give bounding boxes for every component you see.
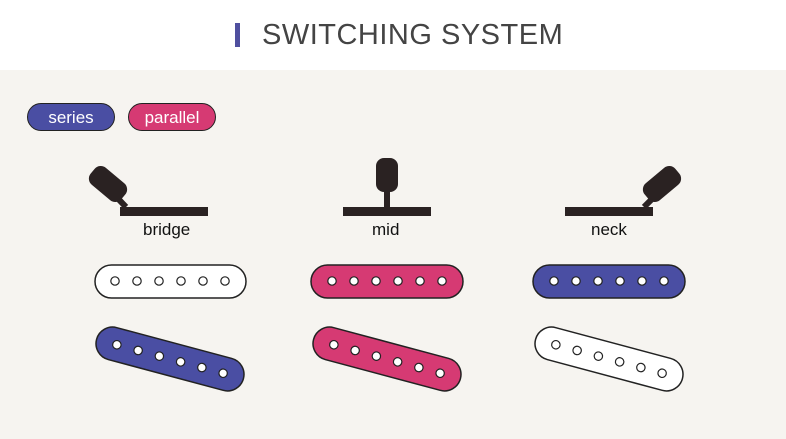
position-label-neck: neck: [591, 220, 627, 239]
pole-piece: [571, 276, 581, 286]
pole-piece: [349, 276, 359, 286]
switch-neck-icon: [565, 165, 682, 216]
pole-piece: [393, 276, 403, 286]
pole-piece: [593, 351, 604, 361]
pole-piece: [220, 276, 230, 286]
pole-piece: [350, 345, 360, 356]
pole-piece: [327, 276, 337, 286]
pole-piece: [415, 276, 425, 286]
pole-piece: [593, 276, 603, 286]
pole-piece: [392, 357, 403, 367]
pole-piece: [176, 276, 186, 286]
title-accent-bar: [235, 23, 240, 47]
pole-piece: [551, 339, 561, 350]
pole-piece: [549, 276, 559, 286]
pole-piece: [435, 368, 445, 379]
pole-piece: [657, 368, 667, 379]
pole-piece: [175, 357, 186, 367]
header: SWITCHING SYSTEM: [0, 0, 786, 70]
legend-parallel-badge: parallel: [128, 103, 216, 131]
pole-piece: [132, 276, 142, 286]
pole-piece: [218, 368, 228, 379]
pole-piece: [437, 276, 447, 286]
pole-piece: [110, 276, 120, 286]
pickup-mid-bottom: [312, 326, 462, 392]
pole-piece: [112, 339, 122, 350]
pickup-neck-bottom: [534, 326, 684, 392]
pole-piece: [371, 351, 382, 361]
pole-piece: [615, 276, 625, 286]
pole-piece: [572, 345, 582, 356]
pole-piece: [197, 362, 207, 373]
position-label-bridge: bridge: [143, 220, 191, 239]
pole-piece: [414, 362, 424, 373]
pickup-bridge-bottom: [95, 326, 245, 392]
legend-series-badge: series: [27, 103, 115, 131]
pole-piece: [154, 351, 165, 361]
pole-piece: [371, 276, 381, 286]
pole-piece: [198, 276, 208, 286]
switch-mid-icon: [343, 158, 431, 216]
position-label-mid: mid: [372, 220, 400, 239]
pickup-neck-top: [532, 264, 686, 299]
pole-piece: [329, 339, 339, 350]
pickup-mid-top: [310, 264, 464, 299]
pole-piece: [614, 357, 625, 367]
pickup-bridge-top: [94, 264, 247, 299]
pole-piece: [637, 276, 647, 286]
pole-piece: [659, 276, 669, 286]
pole-piece: [636, 362, 646, 373]
pole-piece: [133, 345, 143, 356]
pole-piece: [154, 276, 164, 286]
page-title: SWITCHING SYSTEM: [262, 19, 564, 51]
switch-bridge-icon: [88, 165, 208, 216]
